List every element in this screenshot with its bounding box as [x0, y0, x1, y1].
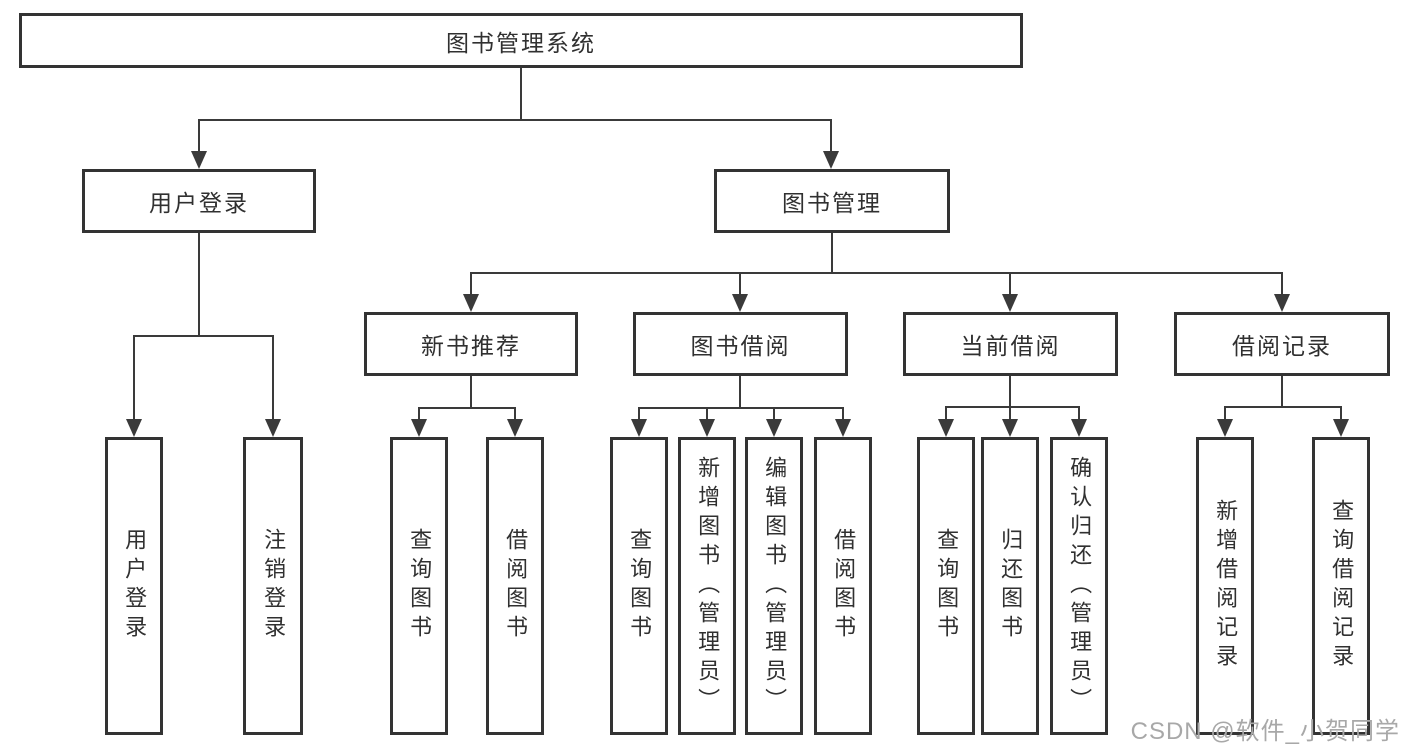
leaf-add-borrow-record: 新增借阅记录 [1196, 437, 1254, 735]
connector-line [638, 407, 844, 409]
connector-line [520, 68, 522, 121]
leaf-add-book-admin: 新增图书（管理员） [678, 437, 736, 735]
connector-line [831, 233, 833, 274]
connector-line [470, 272, 1283, 274]
connector-line [1281, 376, 1283, 408]
leaf-logout-login: 注销登录 [243, 437, 303, 735]
arrowhead-down-icon [1333, 419, 1349, 437]
connector-line [198, 120, 200, 153]
arrowhead-down-icon [823, 151, 839, 169]
leaf-user-login: 用户登录 [105, 437, 163, 735]
arrowhead-down-icon [1274, 294, 1290, 312]
connector-line [272, 336, 274, 421]
node-borrowing-records: 借阅记录 [1174, 312, 1390, 376]
arrowhead-down-icon [1217, 419, 1233, 437]
arrowhead-down-icon [463, 294, 479, 312]
node-user-login: 用户登录 [82, 169, 316, 233]
node-book-management: 图书管理 [714, 169, 950, 233]
connector-line [1224, 406, 1342, 408]
connector-line [830, 120, 832, 153]
connector-line [470, 376, 472, 409]
connector-line [418, 407, 516, 409]
connector-line [1078, 407, 1080, 421]
connector-line [1224, 407, 1226, 421]
arrowhead-down-icon [699, 419, 715, 437]
connector-line [1340, 407, 1342, 421]
connector-line [739, 376, 741, 409]
connector-line [773, 408, 775, 421]
arrowhead-down-icon [265, 419, 281, 437]
connector-line [1009, 273, 1011, 296]
arrowhead-down-icon [1002, 419, 1018, 437]
node-current-borrowing: 当前借阅 [903, 312, 1118, 376]
node-book-borrowing: 图书借阅 [633, 312, 848, 376]
connector-line [945, 407, 947, 421]
connector-line [1009, 407, 1011, 421]
connector-line [514, 408, 516, 421]
arrowhead-down-icon [1002, 294, 1018, 312]
connector-line [470, 273, 472, 296]
arrowhead-down-icon [732, 294, 748, 312]
leaf-borrow-books-borrowing: 借阅图书 [814, 437, 872, 735]
leaf-borrow-books-recommend: 借阅图书 [486, 437, 544, 735]
arrowhead-down-icon [1071, 419, 1087, 437]
arrowhead-down-icon [766, 419, 782, 437]
leaf-query-books-borrowing: 查询图书 [610, 437, 668, 735]
connector-line [133, 336, 135, 421]
node-library-system: 图书管理系统 [19, 13, 1023, 68]
connector-line [418, 408, 420, 421]
connector-line [842, 408, 844, 421]
leaf-query-borrow-record: 查询借阅记录 [1312, 437, 1370, 735]
connector-line [1281, 273, 1283, 296]
arrowhead-down-icon [126, 419, 142, 437]
arrowhead-down-icon [191, 151, 207, 169]
connector-line [638, 408, 640, 421]
connector-line [1009, 376, 1011, 408]
arrowhead-down-icon [938, 419, 954, 437]
leaf-query-books-recommend: 查询图书 [390, 437, 448, 735]
arrowhead-down-icon [631, 419, 647, 437]
watermark: CSDN @软件_小贺同学 [1130, 718, 1400, 745]
leaf-query-books-current: 查询图书 [917, 437, 975, 735]
arrowhead-down-icon [835, 419, 851, 437]
connector-line [198, 119, 832, 121]
leaf-confirm-return-admin: 确认归还（管理员） [1050, 437, 1108, 735]
connector-line [945, 406, 1080, 408]
leaf-edit-book-admin: 编辑图书（管理员） [745, 437, 803, 735]
arrowhead-down-icon [507, 419, 523, 437]
leaf-return-books: 归还图书 [981, 437, 1039, 735]
connector-line [739, 273, 741, 296]
connector-line [133, 335, 274, 337]
connector-line [198, 233, 200, 337]
node-new-book-recommendation: 新书推荐 [364, 312, 578, 376]
connector-line [706, 408, 708, 421]
arrowhead-down-icon [411, 419, 427, 437]
